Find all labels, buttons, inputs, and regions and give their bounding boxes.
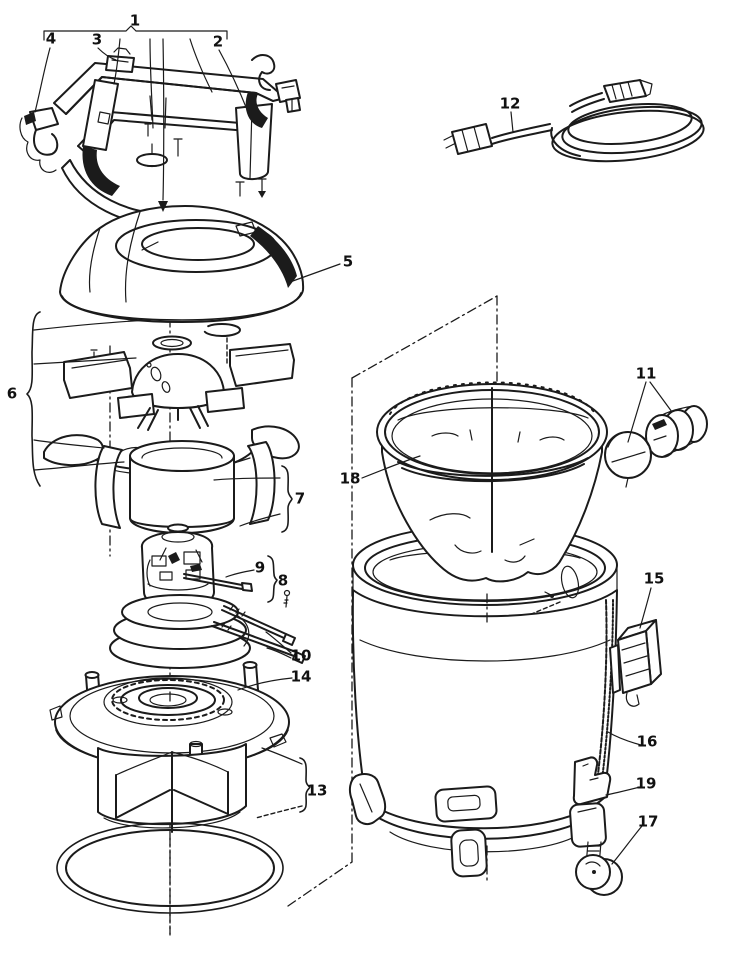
hose-fittings-drawing [604, 405, 708, 488]
housing-rings-drawing [109, 594, 306, 669]
part-callout-14: 14 [291, 668, 312, 686]
motor-cover-drawing [59, 205, 305, 323]
armature-drawing [140, 523, 291, 609]
tank-drawing [348, 524, 662, 896]
lid-drawing [49, 661, 290, 769]
centerlines-front [169, 295, 498, 935]
part-callout-5: 5 [343, 253, 353, 271]
part-callout-16: 16 [637, 733, 658, 751]
part-callout-17: 17 [638, 813, 659, 831]
handle-assembly-drawing [19, 47, 301, 227]
part-callout-2: 2 [213, 33, 223, 51]
part-callout-18: 18 [340, 470, 361, 488]
part-callout-12: 12 [500, 95, 521, 113]
part-callout-7: 7 [295, 490, 305, 508]
part-callout-4: 4 [46, 30, 56, 48]
part-callout-15: 15 [644, 570, 665, 588]
part-callout-3: 3 [92, 31, 102, 49]
part-callout-19: 19 [636, 775, 657, 793]
motor-mount-drawing [43, 323, 300, 475]
filter-bag-drawing [376, 381, 608, 583]
power-cord-drawing [443, 79, 705, 163]
part-callout-11: 11 [636, 365, 657, 383]
part-callout-8: 8 [278, 572, 288, 590]
part-callout-10: 10 [291, 647, 312, 665]
motor-field-drawing [94, 440, 276, 559]
part-callout-6: 6 [7, 385, 17, 403]
baffle-gasket-drawing [56, 743, 284, 914]
part-callout-1: 1 [130, 12, 140, 30]
part-callout-13: 13 [307, 782, 328, 800]
part-callout-9: 9 [255, 559, 265, 577]
callout-leaders [26, 25, 673, 865]
